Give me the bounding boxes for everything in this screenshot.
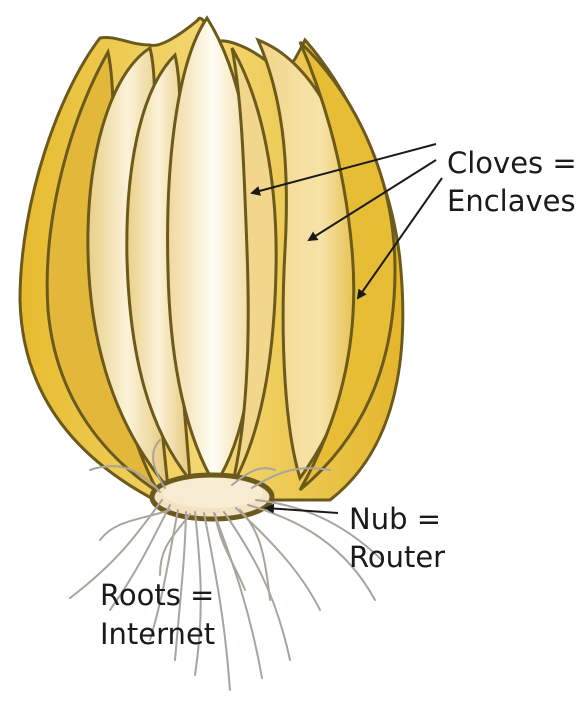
label-enclaves: Enclaves	[447, 184, 576, 219]
label-roots: Roots =	[100, 578, 214, 613]
arrow-nub	[266, 508, 338, 513]
nub-top	[163, 478, 263, 508]
label-internet: Internet	[100, 617, 215, 652]
label-router: Router	[349, 540, 445, 575]
label-nub: Nub =	[349, 502, 441, 537]
label-cloves: Cloves =	[447, 146, 577, 181]
